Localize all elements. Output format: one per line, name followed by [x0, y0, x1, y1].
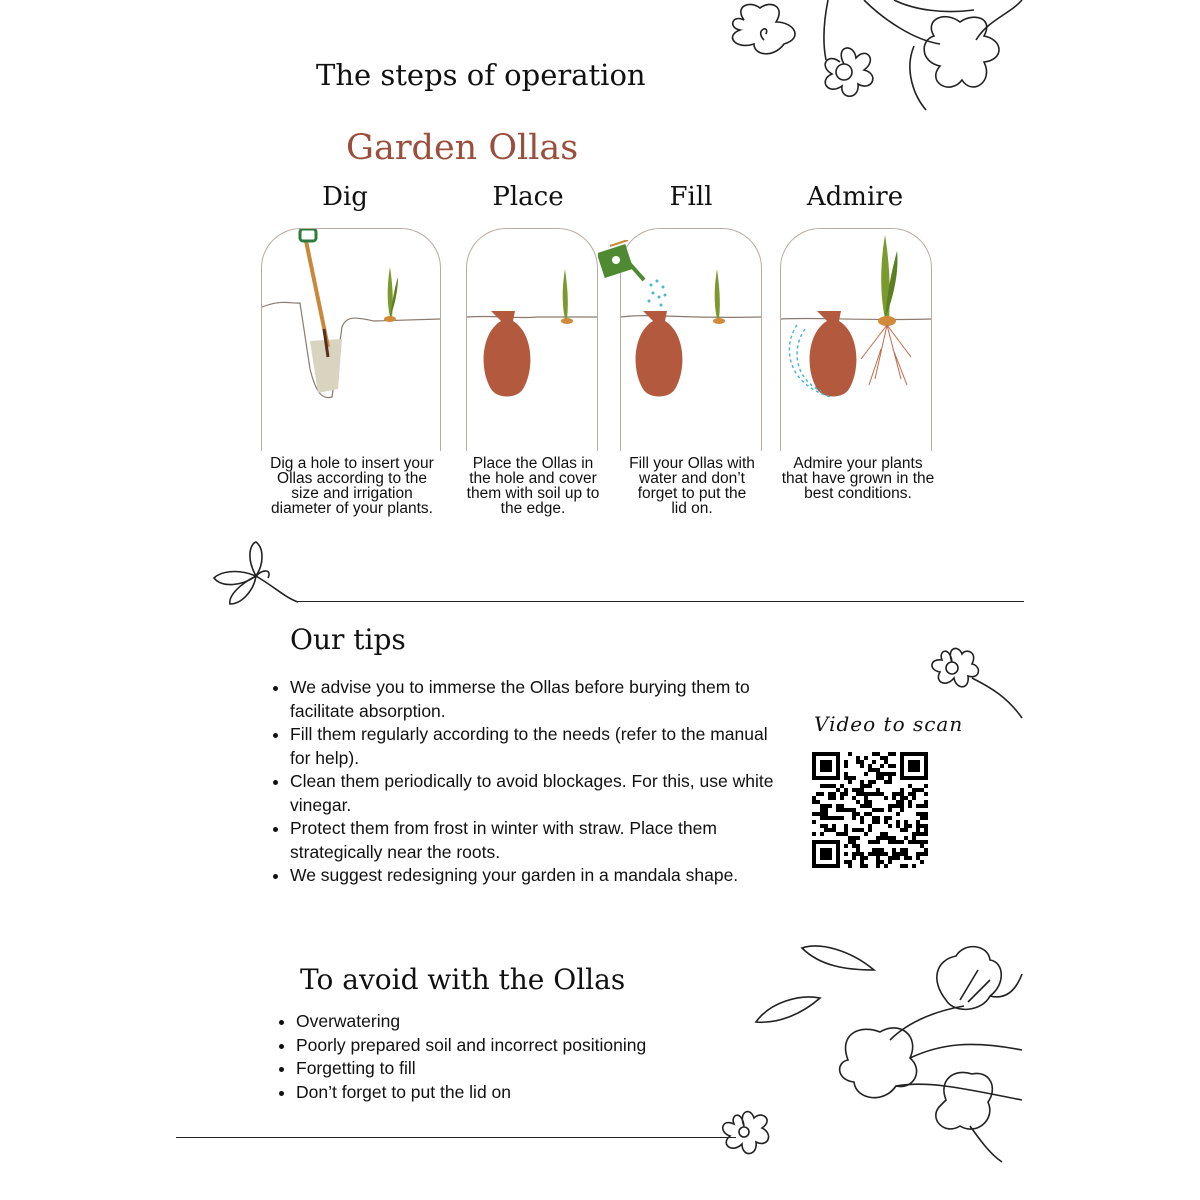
hole-fill: [310, 339, 342, 393]
step-desc-dig: Dig a hole to insert your Ollas accordin…: [270, 455, 434, 517]
list-item: Don’t forget to put the lid on: [296, 1081, 776, 1105]
section-divider: [298, 601, 1024, 602]
qr-code[interactable]: [812, 752, 928, 868]
tips-title: Our tips: [290, 623, 406, 656]
step-label-fill: Fill: [669, 182, 713, 212]
step-label-dig: Dig: [322, 182, 368, 212]
list-item: Overwatering: [296, 1010, 776, 1034]
floral-decoration-icon: [731, 0, 1023, 111]
list-item: We advise you to immerse the Ollas befor…: [290, 676, 790, 723]
flower-icon: [722, 1110, 770, 1155]
step-label-admire: Admire: [806, 182, 904, 212]
flower-icon: [931, 647, 1023, 719]
flower-icon: [212, 541, 299, 605]
list-item: Poorly prepared soil and incorrect posit…: [296, 1034, 776, 1058]
video-label: Video to scan: [814, 712, 964, 736]
place-illustration: [466, 228, 598, 451]
avoid-title: To avoid with the Ollas: [300, 963, 626, 996]
list-item: Forgetting to fill: [296, 1057, 776, 1081]
watering-can-icon: [598, 240, 646, 282]
list-item: Protect them from frost in winter with s…: [290, 817, 790, 864]
floral-decoration-icon: [754, 945, 1023, 1163]
dig-illustration: [261, 228, 441, 451]
section-divider: [176, 1137, 736, 1138]
tips-list: We advise you to immerse the Ollas befor…: [270, 676, 790, 888]
page-title: The steps of operation: [316, 58, 646, 92]
step-label-place: Place: [492, 182, 564, 212]
fill-illustration: [620, 228, 762, 451]
list-item: We suggest redesigning your garden in a …: [290, 864, 790, 888]
list-item: Clean them periodically to avoid blockag…: [290, 770, 790, 817]
admire-illustration: [780, 228, 932, 451]
step-desc-place: Place the Ollas in the hole and cover th…: [466, 455, 600, 517]
step-desc-admire: Admire your plants that have grown in th…: [781, 455, 935, 502]
avoid-list: Overwatering Poorly prepared soil and in…: [276, 1010, 776, 1104]
list-item: Fill them regularly according to the nee…: [290, 723, 790, 770]
brand-title: Garden Ollas: [346, 128, 579, 168]
step-desc-fill: Fill your Ollas with water and don’t for…: [629, 455, 755, 517]
